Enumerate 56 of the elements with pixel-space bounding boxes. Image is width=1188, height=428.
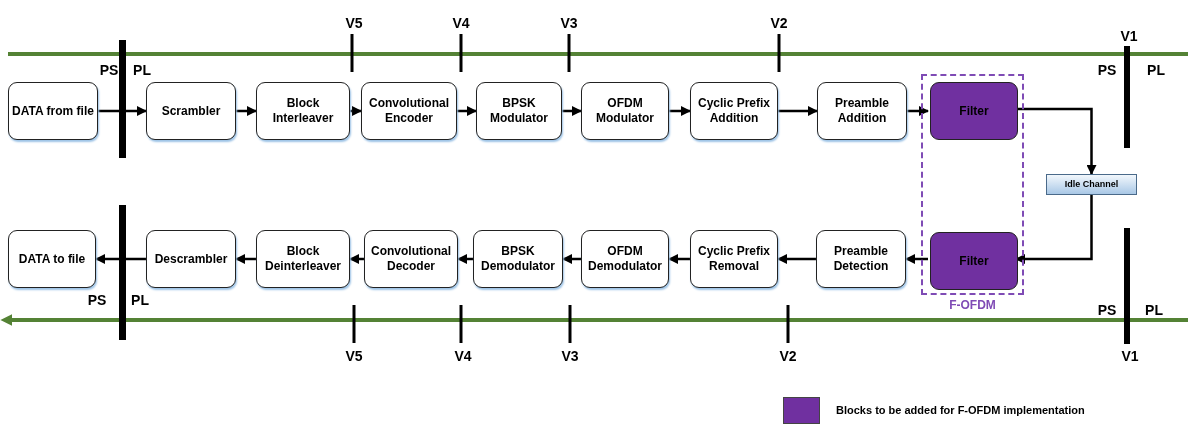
group-label: F-OFDM	[948, 297, 997, 314]
arrow	[349, 254, 364, 264]
process-box: OFDM Demodulator	[581, 230, 669, 288]
boundary-label: V2	[770, 15, 788, 31]
process-box: Block Interleaver	[256, 82, 350, 140]
arrow	[95, 254, 146, 264]
boundary-label: PL	[133, 62, 151, 78]
process-box: Cyclic Prefix Removal	[690, 230, 778, 288]
boundary-label: V4	[454, 348, 472, 364]
arrow	[1016, 107, 1097, 175]
process-box: BPSK Modulator	[476, 82, 562, 140]
process-box: BPSK Demodulator	[473, 230, 563, 288]
boundary-label: PL	[1147, 62, 1165, 78]
boundary-label: V5	[345, 348, 363, 364]
boundary-label: V1	[1121, 348, 1139, 364]
process-box: DATA from file	[8, 82, 98, 140]
arrow	[777, 254, 816, 264]
process-box: Descrambler	[146, 230, 236, 288]
arrow	[235, 254, 256, 264]
arrow	[562, 106, 582, 116]
process-box: DATA to file	[8, 230, 96, 288]
arrow	[562, 254, 581, 264]
boundary-label: V5	[345, 15, 363, 31]
arrow	[778, 106, 818, 116]
process-box: Cyclic Prefix Addition	[690, 82, 778, 140]
boundary-label: PS	[1097, 62, 1117, 78]
boundary-label: PS	[87, 292, 107, 308]
boundary-label: V3	[561, 348, 579, 364]
boundary-label: V4	[452, 15, 470, 31]
channel-box: Idle Channel	[1046, 174, 1137, 195]
process-box: Preamble Detection	[816, 230, 906, 288]
arrow	[236, 106, 257, 116]
arrow	[457, 106, 477, 116]
process-box: Convolutional Decoder	[364, 230, 458, 288]
arrow	[350, 106, 362, 116]
boundary-label: PL	[131, 292, 149, 308]
arrow	[905, 254, 928, 264]
process-box: Scrambler	[146, 82, 236, 140]
arrow	[98, 106, 147, 116]
arrow	[457, 254, 473, 264]
arrow	[907, 106, 929, 116]
filter-box: Filter	[930, 232, 1018, 290]
boundary-label: V2	[779, 348, 797, 364]
process-box: OFDM Modulator	[581, 82, 669, 140]
boundary-label: V1	[1120, 28, 1138, 44]
boundary-label: PS	[99, 62, 119, 78]
filter-box: Filter	[930, 82, 1018, 140]
process-box: Block Deinterleaver	[256, 230, 350, 288]
process-box: Preamble Addition	[817, 82, 907, 140]
legend-text: Blocks to be added for F-OFDM implementation	[836, 403, 1085, 419]
arrow	[669, 106, 691, 116]
arrow	[668, 254, 690, 264]
boundary-label: PL	[1145, 302, 1163, 318]
boundary-label: V3	[560, 15, 578, 31]
process-box: Convolutional Encoder	[361, 82, 457, 140]
boundary-label: PS	[1097, 302, 1117, 318]
